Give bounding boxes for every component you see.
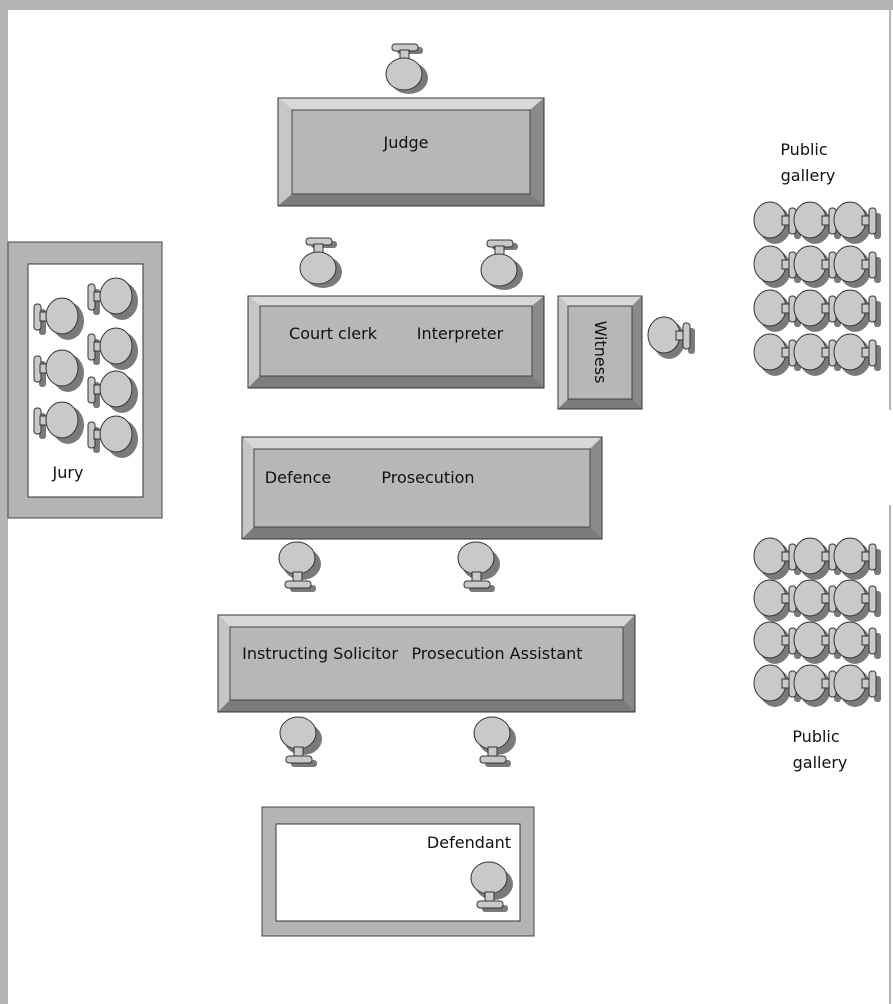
court-clerk-label: Court clerk: [289, 324, 378, 343]
gallery-seat: [833, 245, 882, 289]
gallery-seat: [833, 289, 882, 333]
gallery-seat: [833, 579, 882, 623]
prosecution-chair: [457, 541, 501, 593]
defence-label: Defence: [265, 468, 331, 487]
gallery-seat: [833, 664, 882, 708]
clerk-interpreter-desk: Court clerk Interpreter: [247, 295, 545, 389]
prosecution-assistant-label: Prosecution Assistant: [411, 644, 582, 663]
judge-chair: [385, 43, 429, 95]
public-gallery-top-line2: gallery: [781, 166, 836, 185]
counsel-desk: Defence Prosecution: [241, 436, 603, 540]
assistant-chair: [473, 716, 517, 768]
public-gallery-top-line1: Public: [780, 140, 827, 159]
interpreter-chair: [480, 239, 524, 291]
solicitor-desk: Instructing Solicitor Prosecution Assist…: [217, 614, 636, 713]
witness-label: Witness: [591, 321, 610, 384]
gallery-seat: [833, 537, 882, 581]
judge-label: Judge: [382, 133, 428, 152]
defendant-label: Defendant: [427, 833, 511, 852]
gallery-seat: [833, 621, 882, 665]
judge-bench: Judge: [277, 97, 545, 207]
public-gallery-bottom: [753, 537, 882, 708]
prosecution-label: Prosecution: [381, 468, 474, 487]
instructing-solicitor-label: Instructing Solicitor: [242, 644, 398, 663]
public-gallery-top-label: Public gallery: [780, 140, 835, 185]
public-gallery-bottom-line1: Public: [792, 727, 839, 746]
defence-chair: [278, 541, 322, 593]
witness-chair: [647, 316, 696, 360]
witness-box: Witness: [557, 295, 643, 410]
jury-box: Jury: [7, 241, 163, 519]
solicitor-chair: [279, 716, 323, 768]
public-gallery-bottom-line2: gallery: [793, 753, 848, 772]
public-gallery-top: [753, 201, 882, 377]
public-gallery-bottom-label: Public gallery: [792, 727, 847, 772]
court-clerk-chair: [299, 237, 343, 289]
gallery-seat: [833, 333, 882, 377]
interpreter-label: Interpreter: [417, 324, 504, 343]
jury-label: Jury: [52, 463, 84, 482]
gallery-seat: [833, 201, 882, 245]
